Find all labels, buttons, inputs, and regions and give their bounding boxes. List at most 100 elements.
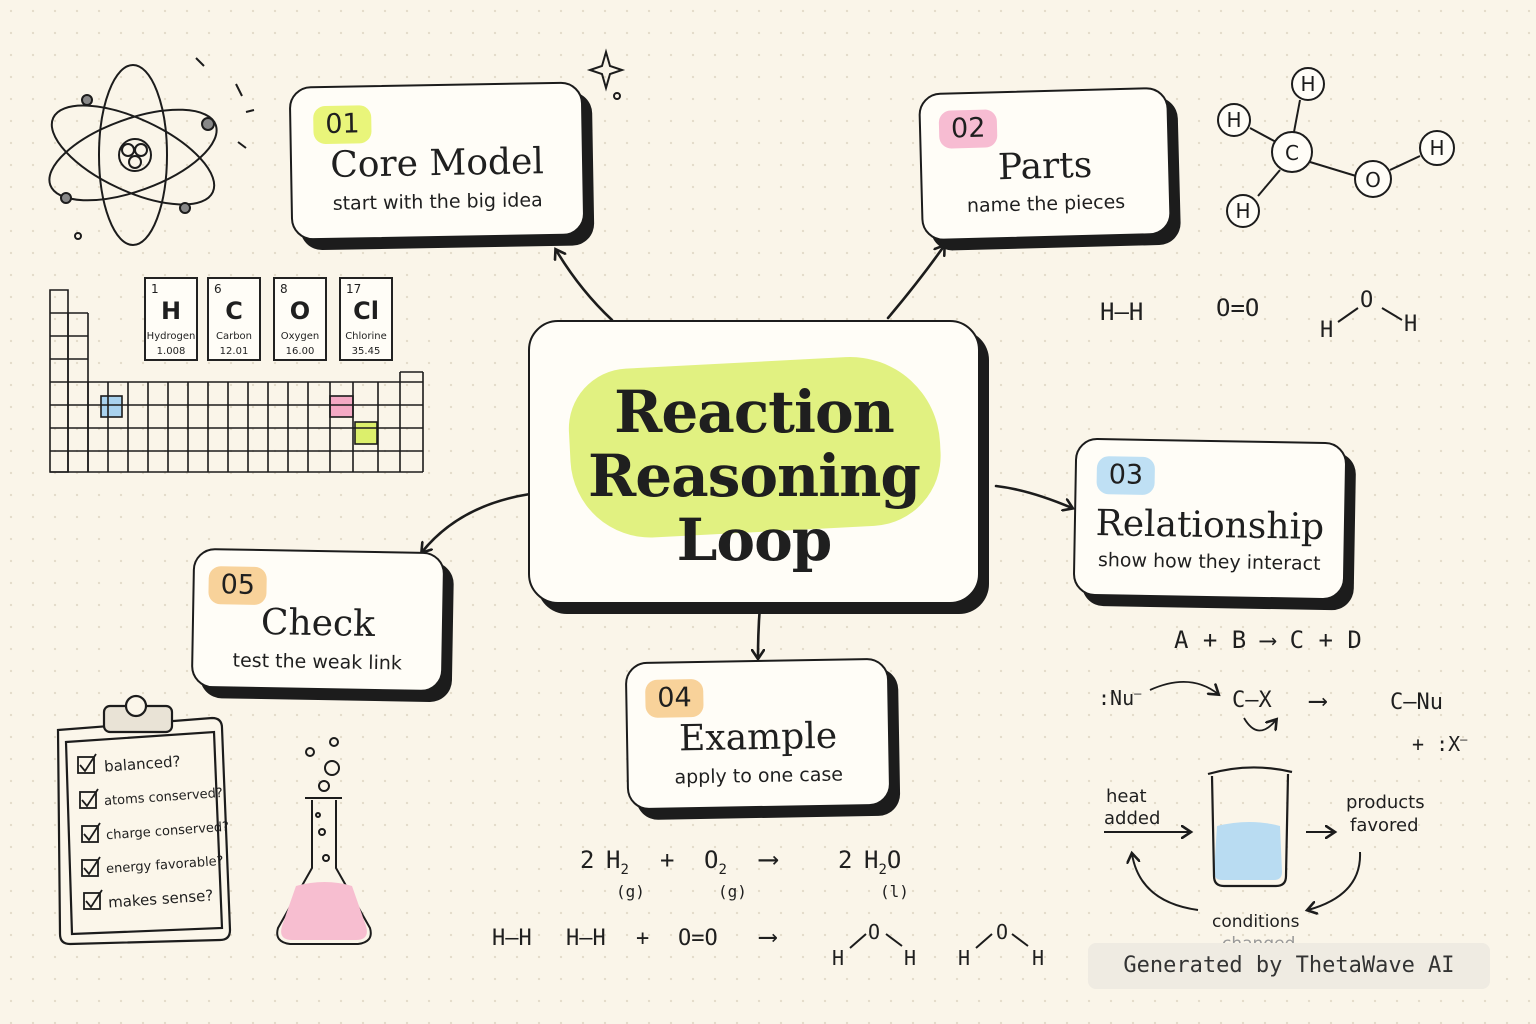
nucleophile-arrows: [1149, 681, 1276, 732]
card-relationship[interactable]: 03 Relationship show how they interact: [1072, 437, 1348, 601]
molecule-bonds: [1249, 99, 1421, 197]
eq-o2-subscript: 2: [718, 861, 727, 878]
card-subtitle: test the weak link: [232, 649, 403, 675]
eq2-plus: +: [636, 926, 650, 951]
eq-coef-2: 2: [838, 846, 853, 874]
sparkle-icon: [586, 48, 626, 100]
eq-h2o-subscript: 2: [878, 861, 887, 878]
eq-phase-1: (g): [616, 882, 645, 901]
cycle-arrows: [1104, 832, 1362, 910]
eq-h2o-h: H: [864, 846, 879, 874]
bond-oo: O=O: [1216, 294, 1260, 322]
bond-hh: H–H: [1100, 298, 1144, 326]
atomic-number: 17: [346, 282, 362, 296]
clipboard-icon: [56, 694, 232, 946]
substrate-cx: C–X: [1232, 688, 1272, 713]
eq-h2: H2: [606, 846, 629, 878]
arrow-to-check: [422, 492, 532, 552]
flask-icon: [276, 737, 372, 945]
nucleophile: :Nu–: [1098, 686, 1141, 710]
footer-watermark: Generated by ThetaWave AI: [1088, 943, 1490, 989]
card-example[interactable]: 04 Example apply to one case: [624, 657, 892, 811]
card-subtitle: show how they interact: [1097, 549, 1321, 575]
card-number: 02: [938, 109, 998, 149]
favored-label: favored: [1350, 815, 1419, 836]
reaction-arrow: ⟶: [1310, 686, 1326, 716]
element-symbol: C: [225, 297, 243, 325]
product-cnu: C–Nu: [1390, 690, 1443, 715]
arrow-to-example: [758, 604, 760, 658]
eq-h2o-o: O: [886, 846, 902, 874]
card-subtitle: name the pieces: [966, 190, 1126, 218]
eq-phase-2: (g): [718, 882, 747, 901]
card-title: Parts: [997, 144, 1093, 189]
eq2-w2-h1: H: [958, 946, 971, 970]
eq2-arrow: ⟶: [760, 922, 776, 952]
eq2-w2-h2: H: [1032, 946, 1045, 970]
card-title: Relationship: [1095, 503, 1325, 548]
element-tile-hydrogen: 1 H Hydrogen 1.008: [144, 277, 198, 361]
element-name: Chlorine: [345, 331, 387, 342]
center-title-line2: Reasoning Loop: [588, 442, 921, 574]
eq2-hh-1: H–H: [492, 926, 532, 951]
added-label: added: [1104, 808, 1161, 829]
beaker-icon: [1207, 766, 1293, 888]
center-card[interactable]: Reaction Reasoning Loop: [528, 320, 980, 604]
eq-arrow: ⟶: [760, 842, 777, 875]
element-tile-carbon: 6 C Carbon 12.01: [207, 277, 261, 361]
element-mass: 12.01: [219, 346, 249, 357]
atomic-number: 6: [214, 282, 222, 296]
card-subtitle: start with the big idea: [332, 189, 543, 215]
water-o: O: [1360, 288, 1374, 313]
card-title: Check: [260, 602, 376, 645]
element-mass: 1.008: [156, 346, 186, 357]
card-parts[interactable]: 02 Parts name the pieces: [918, 86, 1172, 242]
eq2-w1-h1: H: [832, 946, 845, 970]
nucleophile-charge: –: [1134, 686, 1142, 701]
element-tile-chlorine: 17 Cl Chlorine 35.45: [339, 277, 393, 361]
atomic-number: 8: [280, 282, 288, 296]
eq2-w1-o: O: [868, 920, 881, 944]
element-mass: 16.00: [285, 346, 315, 357]
eq-coef-1: 2: [580, 846, 595, 874]
eq2-w1-h2: H: [904, 946, 917, 970]
arrow-to-core-model: [556, 250, 614, 322]
element-mass: 35.45: [351, 346, 381, 357]
element-tile-oxygen: 8 O Oxygen 16.00: [273, 277, 327, 361]
leaving-group-label: + :X: [1412, 732, 1461, 756]
generic-equation: A + B ⟶ C + D: [1174, 626, 1362, 654]
card-core-model[interactable]: 01 Core Model start with the big idea: [288, 81, 586, 241]
element-name: Oxygen: [280, 331, 320, 342]
eq-phase-3: (l): [880, 882, 909, 901]
arrow-to-parts: [886, 246, 944, 320]
eq-h2-symbol: H: [606, 846, 621, 874]
card-check[interactable]: 05 Check test the weak link: [190, 547, 446, 693]
periodic-table-grid: [49, 289, 424, 473]
card-subtitle: apply to one case: [674, 763, 844, 789]
leaving-group: + :X–: [1412, 732, 1467, 756]
eq2-hh-2: H–H: [566, 926, 606, 951]
card-number: 04: [645, 678, 705, 718]
card-title: Core Model: [329, 141, 545, 186]
atom-doodle: [48, 57, 255, 246]
eq-o2-symbol: O: [704, 846, 719, 874]
conditions-label: conditions: [1212, 912, 1300, 932]
water-h2: H: [1404, 312, 1418, 337]
nucleophile-label: :Nu: [1098, 686, 1135, 710]
card-title: Example: [678, 715, 838, 760]
atomic-number: 1: [151, 282, 159, 296]
element-symbol: H: [160, 297, 182, 325]
card-number: 03: [1096, 456, 1156, 496]
checkbox-group: [77, 753, 103, 910]
element-name: Carbon: [215, 331, 253, 342]
element-name: Hydrogen: [146, 331, 196, 342]
eq-h2-subscript: 2: [620, 861, 629, 878]
center-title: Reaction Reasoning Loop: [530, 380, 978, 572]
card-number: 01: [313, 105, 373, 145]
arrow-to-relationship: [994, 484, 1072, 508]
element-symbol: Cl: [353, 297, 379, 325]
card-number: 05: [208, 566, 268, 606]
eq2-w2-o: O: [996, 920, 1009, 944]
eq-h2o: H2O: [864, 846, 901, 878]
